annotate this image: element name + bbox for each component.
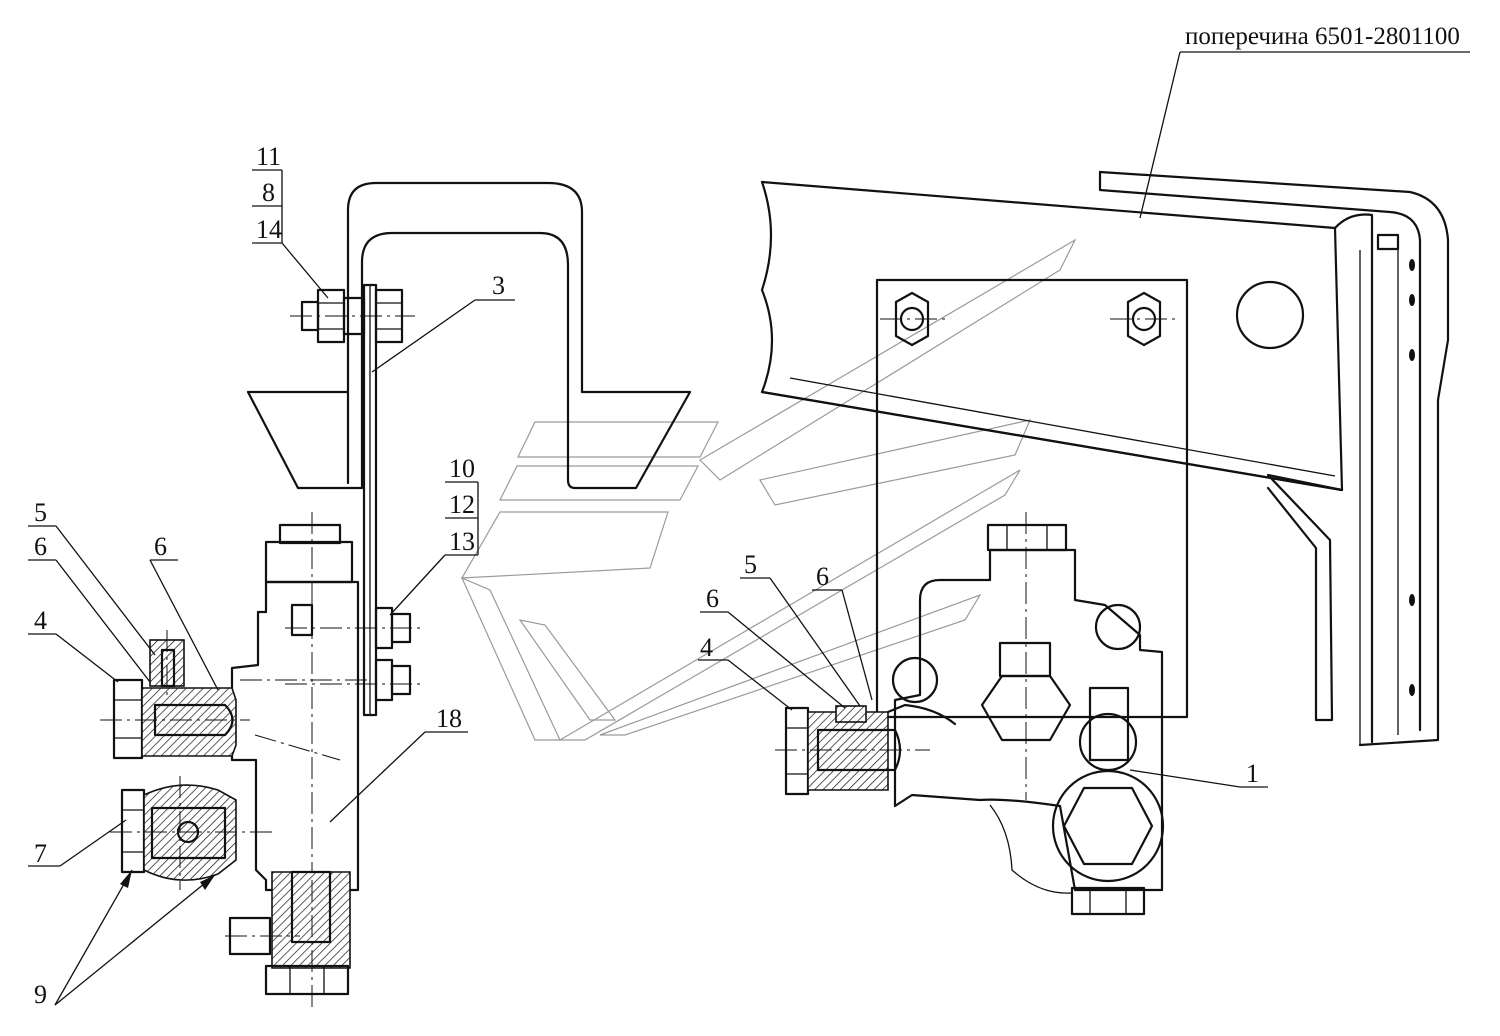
leader-lines: [28, 51, 1470, 1006]
right-fitting: [775, 703, 957, 796]
valve-body: [230, 580, 360, 892]
lower-boss: [1051, 769, 1165, 883]
label-4-right: 4: [700, 633, 713, 662]
crossmember-beam: [760, 180, 1344, 722]
label-12: 12: [449, 490, 475, 519]
label-14: 14: [256, 215, 282, 244]
watermark-logo: [460, 238, 1077, 741]
label-8: 8: [262, 178, 275, 207]
label-5-right: 5: [744, 550, 757, 579]
left-upper-fitting: [100, 630, 250, 760]
label-3: 3: [492, 271, 505, 300]
u-bracket: [246, 181, 692, 490]
top-bolt: [290, 288, 415, 344]
right-assembly: [760, 170, 1450, 916]
label-4-left: 4: [34, 606, 47, 635]
left-bottom-fitting: [225, 870, 351, 1010]
label-9: 9: [34, 980, 47, 1009]
label-10: 10: [449, 454, 475, 483]
label-7: 7: [34, 839, 47, 868]
callout-labels: поперечина 6501-2801100 11 8 14 3 10 12 …: [34, 23, 1460, 1009]
label-18: 18: [436, 704, 462, 733]
label-13: 13: [449, 527, 475, 556]
label-1: 1: [1246, 759, 1259, 788]
label-6-left: 6: [34, 532, 47, 561]
plate-nuts: [880, 291, 1180, 347]
label-6-right: 6: [816, 562, 829, 591]
right-mounting-plate: [875, 278, 1189, 719]
label-6-right-2: 6: [706, 584, 719, 613]
side-bolts: [285, 603, 420, 702]
label-6-left-2: 6: [154, 532, 167, 561]
label-11: 11: [256, 142, 281, 171]
left-lower-fitting: [110, 776, 275, 890]
right-valve-body: [893, 548, 1164, 892]
flange-slots: [1409, 259, 1415, 696]
left-assembly: [100, 181, 692, 1010]
crossmember-title: поперечина 6501-2801100: [1185, 23, 1460, 50]
label-5-left: 5: [34, 498, 47, 527]
